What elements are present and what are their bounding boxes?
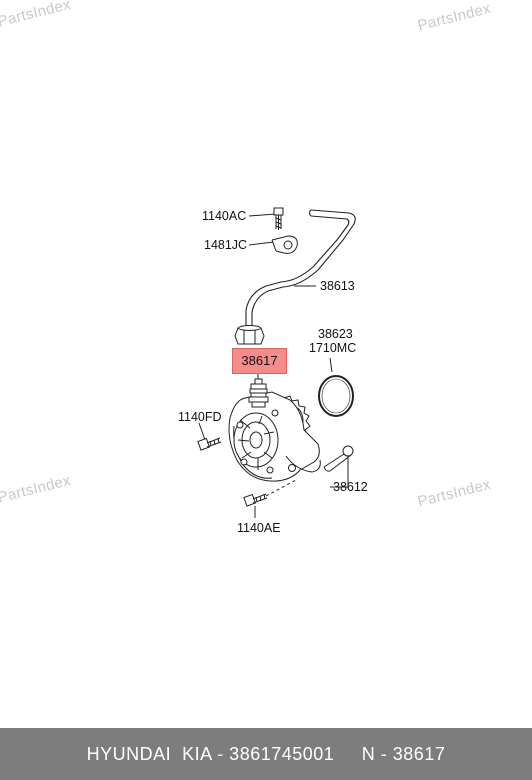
- parts-diagram: [197, 207, 356, 518]
- callout-1140ac: 1140AC: [202, 209, 247, 223]
- leader-line: [329, 357, 333, 373]
- bolt-top: [273, 207, 284, 230]
- callout-1140fd: 1140FD: [178, 410, 222, 424]
- vacuum-hose: [245, 209, 356, 326]
- leader-line: [248, 213, 277, 217]
- leader-line: [248, 241, 275, 246]
- callout-38623: 38623: [318, 327, 353, 341]
- bolt-bottom: [243, 479, 297, 507]
- vacuum-pump: [228, 378, 321, 482]
- bolt-left: [197, 437, 222, 451]
- leader-line: [198, 422, 206, 441]
- callout-38612: 38612: [333, 480, 368, 494]
- callout-1481jc: 1481JC: [204, 238, 248, 252]
- hose-fitting: [234, 325, 265, 345]
- pin: [323, 445, 354, 472]
- part-number-footer: HYUNDAI KIA - 3861745001 N - 38617: [0, 728, 532, 780]
- callout-1710mc: 1710MC: [309, 341, 357, 355]
- callout-1140ae: 1140AE: [237, 521, 281, 535]
- callout-38613: 38613: [320, 279, 355, 293]
- o-ring: [318, 375, 354, 417]
- clip: [271, 235, 298, 254]
- callout-38617-highlighted: 38617: [232, 348, 287, 374]
